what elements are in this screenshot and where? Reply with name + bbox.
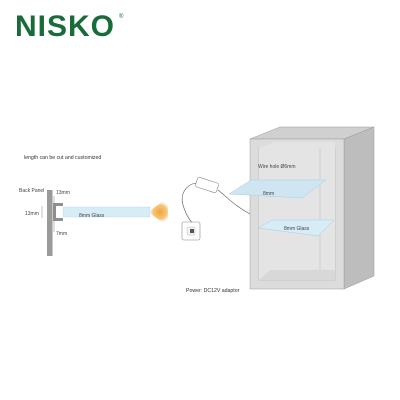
glass-panel-side [62, 206, 151, 218]
cut-note: length can be cut and customized [24, 155, 102, 161]
back-panel-label: Back Panel [19, 188, 45, 194]
led-light-glow [148, 202, 168, 222]
dim-7mm: 7mm [56, 231, 68, 237]
dim-13mm-left: 13mm [25, 211, 39, 217]
plug [190, 229, 194, 233]
adaptor-cable [181, 182, 197, 227]
dim-13mm-top: 13mm [56, 190, 70, 196]
glass-8mm-lower: 8mm Glass [284, 226, 310, 232]
logo-wordmark: NISKO [15, 10, 115, 43]
logo-registered: ® [119, 13, 124, 20]
cabinet-side [343, 126, 375, 290]
led-cable [217, 189, 251, 215]
power-adaptor [195, 177, 219, 193]
glass-8mm-profile: 8mm Glass [79, 213, 105, 219]
aluminium-profile [53, 203, 63, 221]
glass-8mm-upper: 8mm [263, 191, 275, 197]
glass-shelf-upper [228, 179, 327, 199]
brand-logo: NISKO ® [13, 6, 128, 46]
power-label: Power: DC12V adaptor [186, 288, 240, 294]
wire-hole-label: Wire hole Ø6mm [258, 164, 296, 170]
back-panel [47, 190, 52, 256]
nisko-logo-mark: NISKO ® [15, 10, 124, 43]
glass-shelf-lower [257, 219, 335, 237]
